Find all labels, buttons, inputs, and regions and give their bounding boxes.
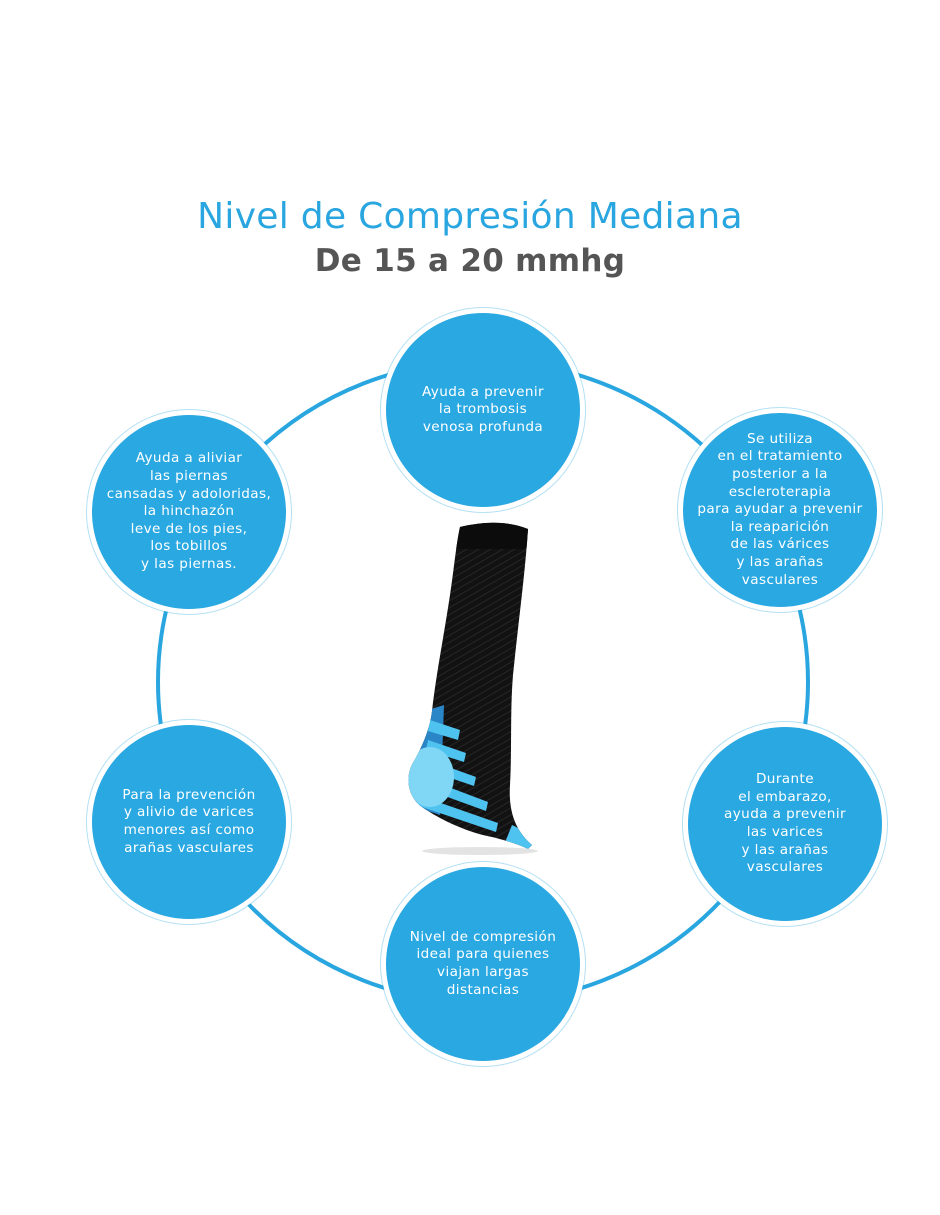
benefit-text-lower-right: Durante el embarazo, ayuda a prevenir la… — [724, 771, 846, 876]
benefit-text-bottom: Nivel de compresión ideal para quienes v… — [409, 928, 557, 998]
benefit-bubble-bottom: Nivel de compresión ideal para quienes v… — [386, 867, 580, 1061]
benefit-bubble-upper-right: Se utiliza en el tratamiento posterior a… — [683, 413, 877, 607]
benefit-bubble-lower-left: Para la prevención y alivio de varices m… — [92, 725, 286, 919]
benefit-text-upper-left: Ayuda a aliviar las piernas cansadas y a… — [106, 450, 272, 572]
page-title: Nivel de Compresión Mediana — [197, 196, 743, 237]
benefit-bubble-lower-right: Durante el embarazo, ayuda a prevenir la… — [688, 727, 882, 921]
benefit-bubble-top: Ayuda a prevenir la trombosis venosa pro… — [386, 313, 580, 507]
benefit-bubble-upper-left: Ayuda a aliviar las piernas cansadas y a… — [92, 415, 286, 609]
benefit-text-top: Ayuda a prevenir la trombosis venosa pro… — [421, 383, 545, 435]
page-subtitle: De 15 a 20 mmhg — [314, 243, 626, 279]
benefit-text-upper-right: Se utiliza en el tratamiento posterior a… — [697, 430, 863, 588]
compression-sock-image — [408, 522, 538, 855]
benefit-text-lower-left: Para la prevención y alivio de varices m… — [122, 786, 256, 856]
